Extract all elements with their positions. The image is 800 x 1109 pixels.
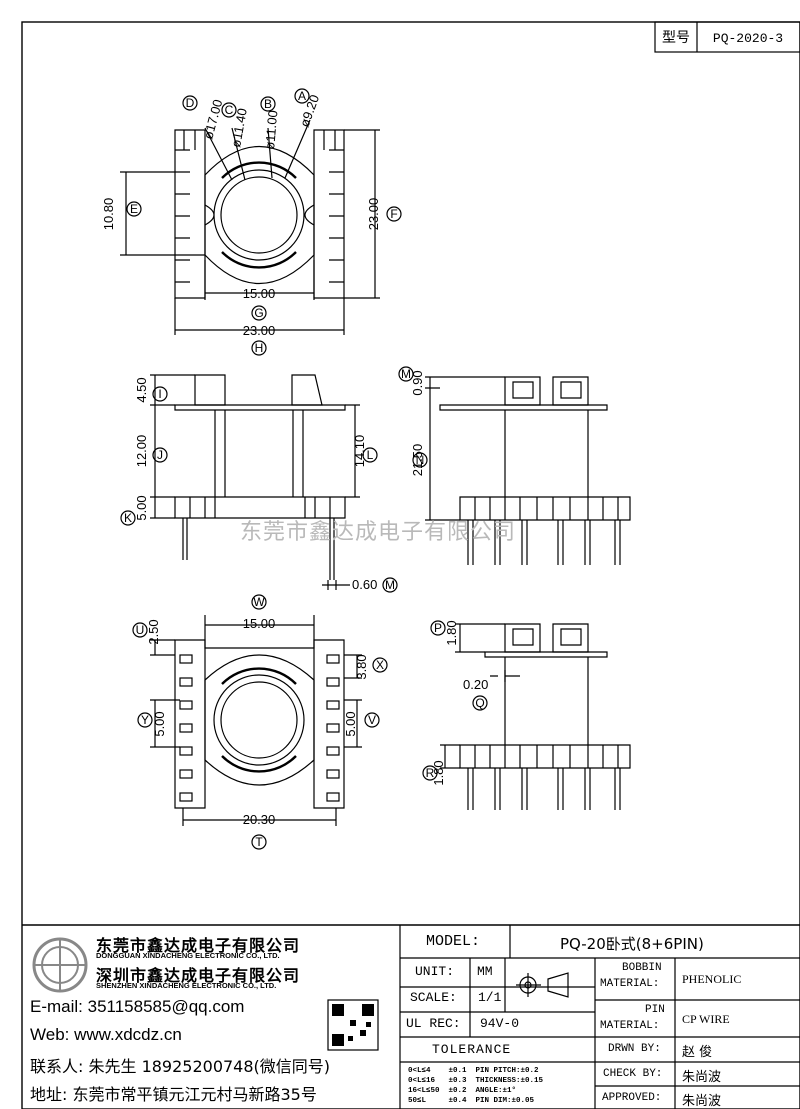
scale-label: SCALE: [410, 990, 457, 1005]
check-value: 朱尚波 [682, 1070, 722, 1085]
tolerance-row-3: 50≤L ±0.4 PIN DIM:±0.05 [408, 1097, 535, 1105]
callout-w: U [136, 623, 145, 637]
bottom-view: 15.00 2.50 3.80 5.00 5.00 20.30 W U X Y … [132, 594, 388, 850]
side-view: 0.90 21.50 M N [398, 366, 631, 565]
dim-k: 5.00 [134, 495, 149, 520]
callout-t: V [368, 713, 376, 727]
company-name-en-2: SHENZHEN XINDACHENG ELECTRONIC CO., LTD. [96, 981, 277, 990]
pin-label-1: PIN [645, 1004, 665, 1016]
dim-m: 0.90 [410, 370, 425, 395]
callouts-top: D C B A E F G H [126, 88, 402, 356]
dim-l: 14.10 [352, 435, 367, 468]
callout-e: E [130, 202, 138, 216]
unit-label: UNIT: [415, 964, 455, 979]
dim-h: 23.00 [243, 323, 276, 338]
pin-label-2: MATERIAL: [600, 1020, 660, 1032]
type-label: 型号 [662, 30, 690, 46]
company-name-cn-2: 深圳市鑫达成电子有限公司 [96, 968, 301, 986]
scale-value: 1/1 [478, 990, 502, 1005]
company-contact: 联系人: 朱先生 18925200748(微信同号) [30, 1057, 331, 1076]
company-logo [32, 937, 88, 993]
callout-l: L [367, 448, 374, 462]
frame [21, 21, 800, 1109]
dim-n: 21.50 [410, 444, 425, 477]
dim-i: 4.50 [134, 377, 149, 402]
approved-value: 朱尚波 [682, 1094, 722, 1109]
front-view: 4.50 12.00 5.00 14.10 0.60 I J K L M [120, 374, 398, 593]
company-name-en-1: DONGGUAN XINDACHENG ELECTRONIC CO., LTD. [96, 951, 280, 960]
callout-h: H [255, 341, 264, 355]
type-value: PQ-2020-3 [713, 31, 783, 46]
dim-p: 1.80 [444, 620, 459, 645]
pin-slots-left [179, 654, 193, 802]
bobbin-label-2: MATERIAL: [600, 978, 660, 990]
dim-j: 12.00 [134, 435, 149, 468]
tolerance-label: TOLERANCE [432, 1042, 512, 1057]
bobbin-label-1: BOBBIN [622, 962, 662, 974]
company-name-cn-1: 东莞市鑫达成电子有限公司 [96, 938, 301, 956]
dim-v: 5.00 [152, 711, 167, 736]
type-box: 型号 PQ-2020-3 [654, 21, 800, 53]
model-value: PQ-20卧式(8+6PIN) [560, 935, 704, 953]
pin-value: CP WIRE [682, 1012, 730, 1026]
dim-z: 20.30 [243, 812, 276, 827]
dim-c: ø11.40 [228, 107, 250, 149]
ulrec-label: UL REC: [406, 1016, 461, 1031]
company-email[interactable]: E-mail: 351158585@qq.com [30, 997, 245, 1016]
callout-d: D [186, 96, 195, 110]
dim-b: ø11.00 [262, 110, 280, 151]
dim-u: 0.60 [352, 577, 377, 592]
callout-f: F [390, 207, 397, 221]
dim-y: 3.80 [354, 654, 369, 679]
tolerance-row-0: 0<L≤4 ±0.1 PIN PITCH:±0.2 [408, 1067, 539, 1075]
dim-q: 0.20 [463, 677, 488, 692]
approved-label: APPROVED: [602, 1092, 662, 1104]
model-label: MODEL: [426, 933, 481, 950]
dim-x: 15.00 [243, 616, 276, 631]
company-web[interactable]: Web: www.xdcdz.cn [30, 1025, 182, 1044]
title-block [22, 924, 800, 1109]
callout-y: X [376, 658, 384, 672]
callout-b: B [264, 97, 272, 111]
dim-e: 10.80 [101, 198, 116, 231]
callout-p: P [434, 621, 442, 635]
callout-n: N [416, 453, 425, 467]
callout-u: M [385, 578, 395, 592]
top-view: 10.80 23.00 15.00 23.00 ø17.00 ø11.40 ø1… [101, 88, 402, 356]
callout-a: A [298, 89, 306, 103]
dim-t: 5.00 [343, 711, 358, 736]
tolerance-row-2: 16<L≤50 ±0.2 ANGLE:±1° [408, 1087, 517, 1095]
side-view-2: 1.80 0.20 1.80 P Q R [422, 620, 631, 810]
watermark: 东莞市鑫达成电子有限公司 [240, 520, 517, 545]
dim-f: 23.00 [366, 198, 381, 231]
company-address: 地址: 东莞市常平镇元江元村马新路35号 [30, 1085, 317, 1104]
tolerance-row-1: 0<L≤16 ±0.3 THICKNESS:±0.15 [408, 1077, 544, 1085]
bobbin-value: PHENOLIC [682, 972, 742, 986]
dim-r: 1.80 [431, 760, 446, 785]
unit-value: MM [477, 964, 493, 979]
callout-k: K [124, 511, 132, 525]
callout-m: M [401, 367, 411, 381]
callout-v: Y [141, 713, 149, 727]
check-label: CHECK BY: [603, 1068, 663, 1080]
callout-r: R [426, 766, 435, 780]
drwn-value: 赵 俊 [682, 1045, 713, 1060]
callout-g: G [254, 306, 263, 320]
dim-d: ø17.00 [200, 98, 225, 141]
callout-i: I [158, 387, 161, 401]
callout-x: W [253, 595, 265, 609]
pin-slots-right [326, 654, 340, 802]
callout-q: Q [475, 696, 484, 710]
drwn-label: DRWN BY: [608, 1043, 661, 1055]
ulrec-value: 94V-0 [480, 1016, 520, 1031]
dim-g: 15.00 [243, 286, 276, 301]
callout-c: C [225, 103, 234, 117]
qr-code [327, 999, 379, 1051]
dim-w: 2.50 [146, 619, 161, 644]
callout-z: T [255, 835, 263, 849]
callout-j: J [157, 448, 163, 462]
